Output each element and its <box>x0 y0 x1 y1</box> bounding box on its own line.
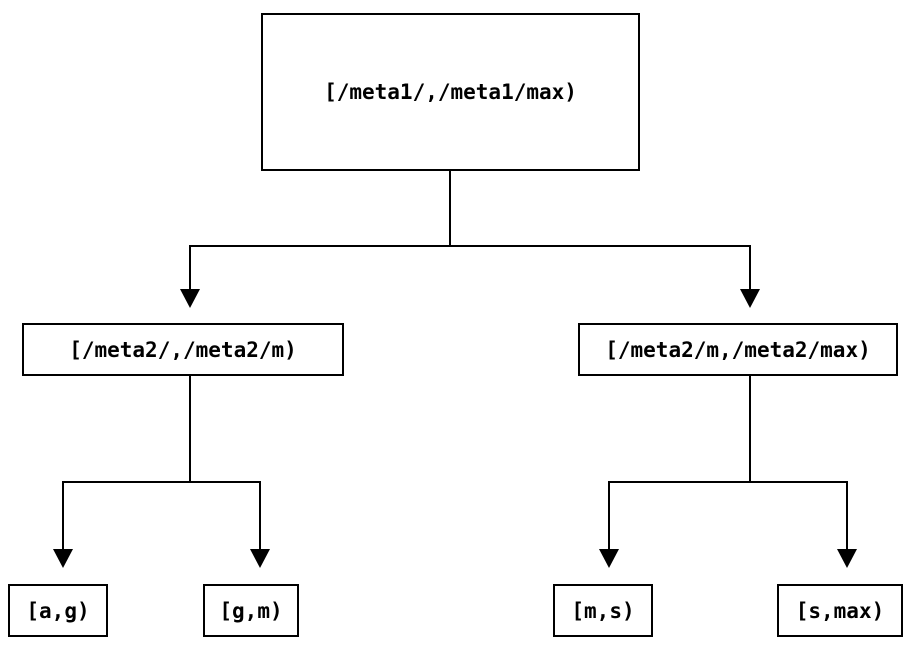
node-meta2-low: [/meta2/,/meta2/m) <box>22 323 344 376</box>
leaf-node-a-g: [a,g) <box>8 584 108 637</box>
arrowhead-to-leaf2 <box>599 549 619 568</box>
leaf-node-g-m-label: [g,m) <box>219 598 283 623</box>
leaf-node-s-max-label: [s,max) <box>795 598 885 623</box>
arrowhead-to-left-node <box>180 289 200 308</box>
leaf-node-s-max: [s,max) <box>777 584 903 637</box>
arrowhead-to-leaf3 <box>837 549 857 568</box>
node-meta2-low-label: [/meta2/,/meta2/m) <box>69 337 297 362</box>
node-meta2-high-label: [/meta2/m,/meta2/max) <box>605 337 871 362</box>
leaf-node-m-s-label: [m,s) <box>571 598 635 623</box>
leaf-node-a-g-label: [a,g) <box>26 598 90 623</box>
arrowhead-to-leaf1 <box>250 549 270 568</box>
leaf-node-g-m: [g,m) <box>203 584 299 637</box>
node-meta2-high: [/meta2/m,/meta2/max) <box>578 323 898 376</box>
arrowhead-to-leaf0 <box>53 549 73 568</box>
node-root-label: [/meta1/,/meta1/max) <box>324 80 577 104</box>
arrowhead-to-right-node <box>740 289 760 308</box>
node-root: [/meta1/,/meta1/max) <box>261 13 640 171</box>
leaf-node-m-s: [m,s) <box>553 584 653 637</box>
